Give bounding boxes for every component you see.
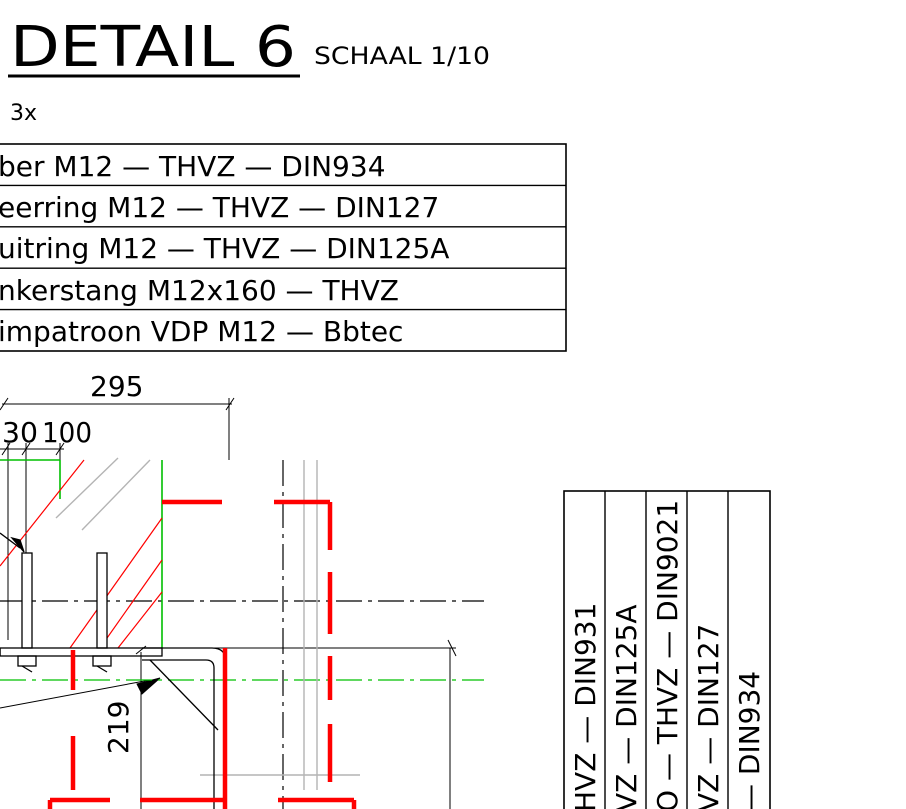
red-hatch — [0, 459, 163, 649]
table-row-3: uitring M12 — THVZ — DIN125A — [0, 232, 449, 265]
dimension-lines — [0, 397, 457, 809]
profile-outline — [142, 647, 227, 809]
table-row-1: ber M12 — THVZ — DIN934 — [0, 150, 386, 183]
parts-table-vertical: HVZ — DIN931 VZ — DIN125A O — THVZ — DIN… — [563, 490, 771, 809]
vertical-row-4: VZ — DIN127 — [692, 624, 725, 809]
parts-table-horizontal: ber M12 — THVZ — DIN934 eerring M12 — TH… — [0, 143, 567, 352]
base-plate — [0, 647, 163, 657]
vertical-row-5: — DIN934 — [733, 671, 766, 809]
dimension-overall: 295 — [90, 370, 143, 403]
grey-lines — [55, 457, 360, 790]
red-heavy-lines — [47, 499, 357, 809]
dimension-a: 30 — [2, 416, 38, 449]
table-row-5: impatroon VDP M12 — Bbtec — [0, 315, 403, 348]
anchor-rods — [0, 532, 112, 673]
dimension-b: 100 — [42, 416, 92, 449]
detail-title: DETAIL 6 — [10, 15, 296, 80]
green-lines — [0, 459, 163, 648]
dimension-height: 219 — [102, 701, 135, 754]
vertical-row-3: O — THVZ — DIN9021 — [651, 500, 684, 809]
quantity-label: 3x — [10, 101, 37, 126]
table-row-2: eerring M12 — THVZ — DIN127 — [0, 191, 439, 224]
vertical-row-1: HVZ — DIN931 — [569, 603, 602, 809]
vertical-row-2: VZ — DIN125A — [610, 605, 643, 809]
scale-label: SCHAAL 1/10 — [314, 42, 490, 70]
table-row-4: nkerstang M12x160 — THVZ — [0, 274, 399, 307]
center-lines — [0, 460, 484, 809]
